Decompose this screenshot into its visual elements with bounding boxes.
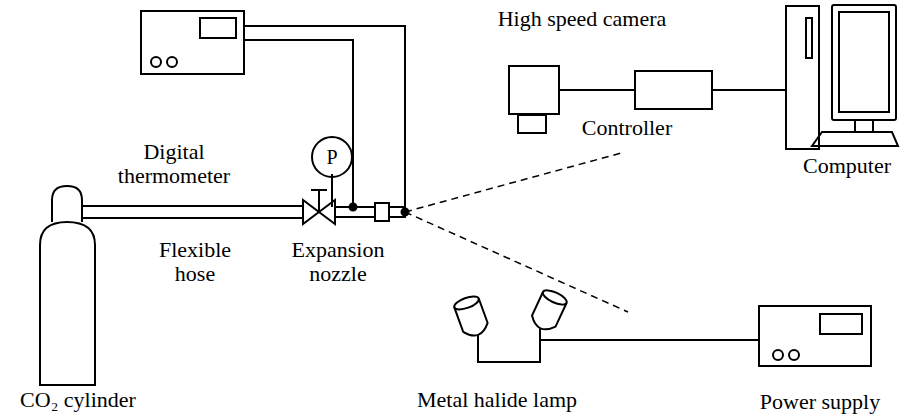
view-line <box>405 152 628 312</box>
device-label: Digital thermometer <box>109 140 239 188</box>
supply-display <box>820 314 862 334</box>
gauge-tap <box>331 174 333 207</box>
signal-cable <box>560 89 634 91</box>
part-label: Expansion nozzle <box>282 238 394 286</box>
thermocouple-wire <box>245 26 405 209</box>
knob <box>167 57 177 67</box>
lamp-wire <box>478 329 540 362</box>
measure-point <box>350 204 357 211</box>
monitor-neck <box>855 120 873 132</box>
thermometer-box: Digital thermometer <box>140 10 245 75</box>
knob <box>789 350 799 360</box>
tower-slot <box>806 18 812 58</box>
lamp-wire <box>540 339 758 341</box>
hose <box>82 206 303 218</box>
computer-tower: Computer <box>785 5 820 150</box>
power-supply-box: Power supply <box>758 305 872 367</box>
lamp-symbol <box>529 287 569 333</box>
monitor-base <box>812 132 898 146</box>
lamp-symbol <box>453 294 491 340</box>
device-label: High speed camera <box>462 7 702 31</box>
device-label: Computer <box>792 154 902 178</box>
cylinder-body <box>40 222 95 385</box>
cylinder-cap <box>52 186 82 222</box>
thermometer-display <box>200 18 236 38</box>
lamp-body <box>454 299 490 340</box>
monitor-frame <box>832 5 896 120</box>
pressure-gauge: P <box>311 136 353 178</box>
part-label: Metal halide lamp <box>377 388 617 412</box>
gauge-letter: P <box>313 146 351 168</box>
thermocouple-wire <box>245 40 353 204</box>
monitor-screen <box>839 12 889 112</box>
lamp-rim <box>453 294 481 312</box>
part-label: Flexible hose <box>145 238 245 286</box>
lamp-rim <box>541 287 569 307</box>
controller-box: Controller <box>634 70 713 110</box>
knob <box>773 350 783 360</box>
part-label: CO₂ cylinder <box>3 388 153 412</box>
camera-body: High speed camera <box>508 65 560 115</box>
valve-handle <box>311 190 327 212</box>
camera-lens <box>518 115 546 133</box>
device-label: Power supply <box>740 390 900 414</box>
signal-cable <box>713 89 785 91</box>
device-label: Controller <box>557 116 697 140</box>
expansion-nozzle <box>375 203 389 221</box>
knob <box>151 57 161 67</box>
